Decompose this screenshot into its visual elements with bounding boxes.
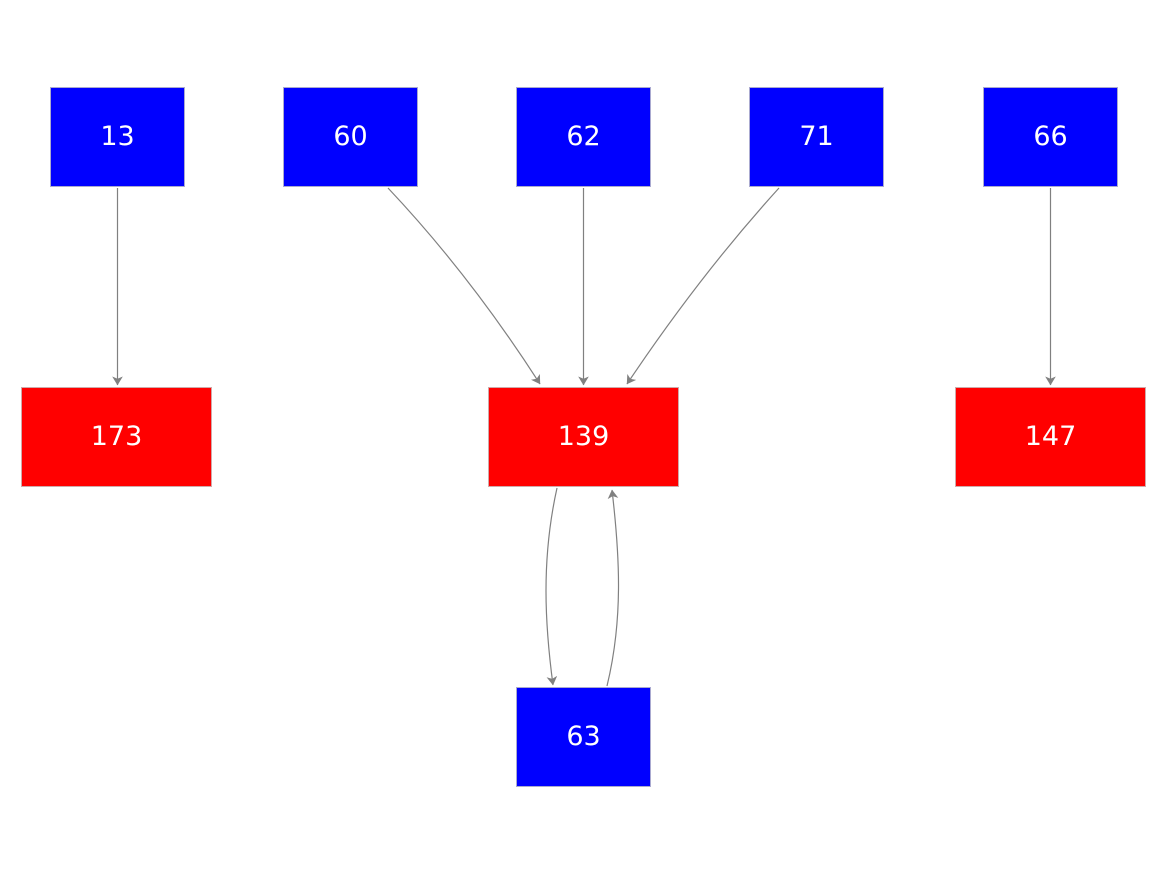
node-label: 62 <box>566 120 601 152</box>
node-label: 139 <box>557 420 610 452</box>
node-label: 66 <box>1033 120 1068 152</box>
edge-71-to-139 <box>626 187 780 385</box>
node-139[interactable]: 139 <box>488 387 679 487</box>
edge-60-to-139 <box>387 187 541 385</box>
node-173[interactable]: 173 <box>21 387 212 487</box>
node-63[interactable]: 63 <box>516 687 651 787</box>
node-label: 147 <box>1024 420 1077 452</box>
node-label: 71 <box>799 120 834 152</box>
node-label: 13 <box>100 120 135 152</box>
node-66[interactable]: 66 <box>983 87 1118 187</box>
node-label: 60 <box>333 120 368 152</box>
edge-63-to-139 <box>606 489 620 687</box>
node-label: 63 <box>566 720 601 752</box>
node-13[interactable]: 13 <box>50 87 185 187</box>
node-62[interactable]: 62 <box>516 87 651 187</box>
node-71[interactable]: 71 <box>749 87 884 187</box>
edge-139-to-63 <box>545 487 558 686</box>
node-147[interactable]: 147 <box>955 387 1146 487</box>
node-60[interactable]: 60 <box>283 87 418 187</box>
node-label: 173 <box>90 420 143 452</box>
